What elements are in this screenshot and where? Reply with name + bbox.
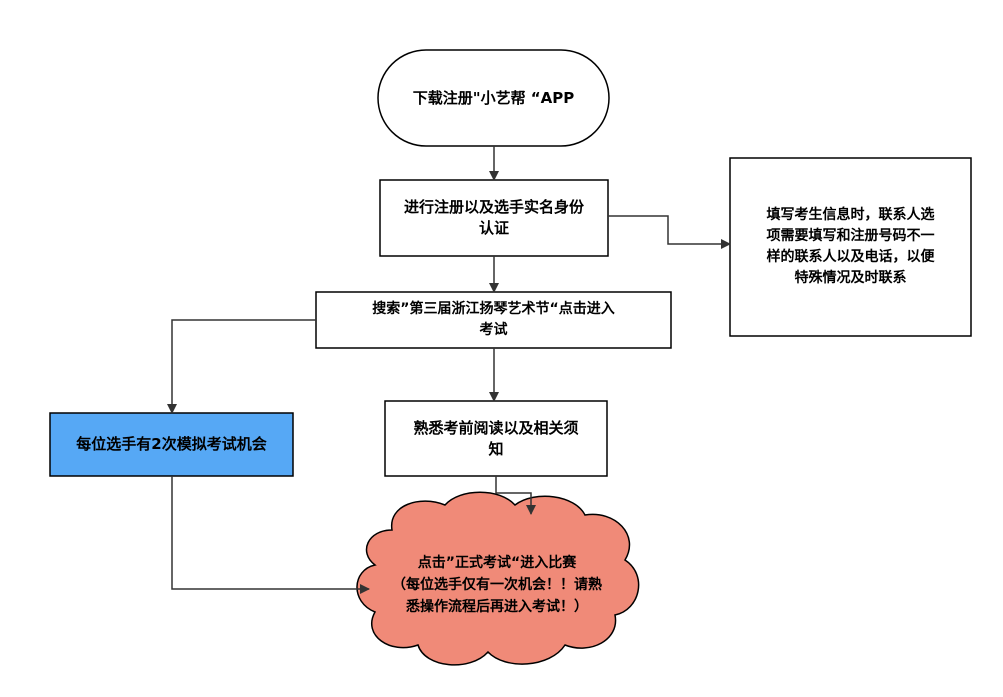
register-box-shape <box>379 179 609 257</box>
rules-box-label: 熟悉考前阅读以及相关须 知 <box>413 418 579 458</box>
connector-register-to-note <box>608 215 731 249</box>
search-box-label: 搜索”第三届浙江扬琴艺术节“点击进入 考试 <box>372 301 615 338</box>
exam-cloud-label: 点击”正式考试“进入比赛 （每位选手仅有一次机会！！请熟 悉操作流程后再进入考试… <box>392 555 602 615</box>
connector-search-to-mock <box>167 319 316 414</box>
start-terminal-label: 下载注册"小艺帮 “APP <box>412 88 575 107</box>
note-box-label: 填写考生信息时，联系人选 项需要填写和注册号码不一 样的联系人以及电话，以便 特… <box>766 207 935 286</box>
search-box-shape <box>315 291 672 349</box>
connector-mock-to-exam <box>171 476 370 594</box>
connector-rules-to-exam <box>495 476 536 515</box>
exam-cloud-shape <box>356 491 640 666</box>
mock-box-label: 每位选手有2次模拟考试机会 <box>76 435 267 453</box>
register-box-label: 进行注册以及选手实名身份 认证 <box>403 198 584 237</box>
note-box-shape <box>729 157 972 337</box>
